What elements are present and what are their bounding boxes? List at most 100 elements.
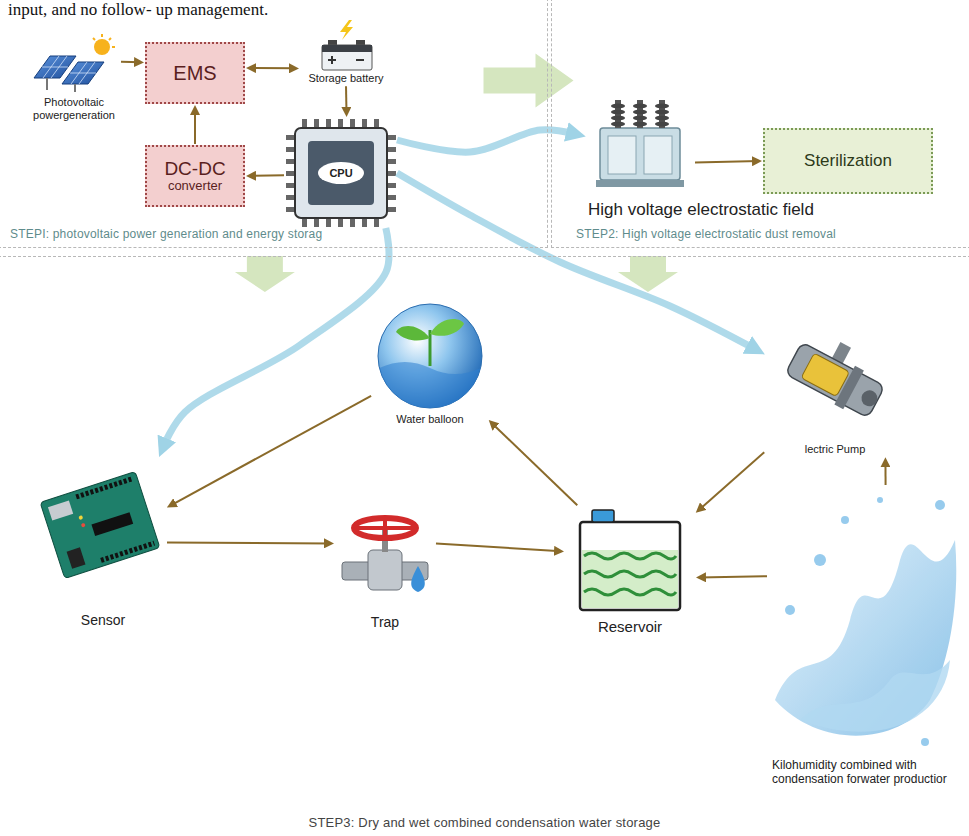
transformer-icon-part: [600, 128, 680, 180]
water-balloon-icon-part: [429, 330, 432, 366]
signal-curve: [164, 228, 389, 446]
icon-node: Sensor: [40, 456, 166, 629]
solar-panel-icon-part-part: [93, 38, 95, 40]
cpu-chip-icon-part: [388, 135, 396, 215]
solar-panel-icon-part-part: [43, 56, 59, 78]
solar-panel-icon-part: [42, 56, 96, 84]
solar-panel-icon-part-part: [101, 34, 103, 37]
flow-arrow: [436, 544, 561, 552]
water-splash-icon-part: [775, 540, 956, 736]
flow-arrow: [194, 108, 196, 144]
icon-node: Kilohumidity combined with condensation …: [768, 486, 964, 787]
icon-caption: Trap: [335, 614, 435, 631]
reservoir-tank-icon-part: [584, 589, 676, 595]
water-balloon-icon-part: [430, 319, 464, 336]
water-splash-icon-part: [814, 554, 826, 566]
flow-arrow: [345, 86, 348, 114]
icon-caption: High voltage electrostatic field: [588, 200, 814, 220]
cpu-chip-icon-part: [308, 141, 374, 205]
reservoir-tank-icon-part: [592, 510, 614, 522]
electric-pump-icon-part: [859, 387, 881, 409]
solar-panel-icon-part-part: [74, 84, 76, 92]
reservoir-tank-icon-part: [584, 553, 676, 559]
electric-pump-icon-part: [785, 342, 885, 418]
cpu-chip-icon-part: [286, 135, 294, 215]
icon-node: Storage battery: [300, 18, 392, 85]
icon-caption: Water balloon: [372, 413, 488, 426]
transformer-icon-part: [611, 104, 669, 127]
transformer-icon-part-part: [611, 110, 625, 115]
transformer-icon-part-part: [633, 110, 647, 115]
sensor-board-icon-part: [101, 543, 154, 560]
battery-icon-part: [356, 59, 364, 61]
water-splash-icon: [775, 497, 956, 746]
flow-arrow: [170, 396, 372, 506]
transformer-icon-part-part: [611, 122, 625, 127]
battery-icon-part: [328, 56, 336, 64]
region-heading: STEP2: High voltage electrostatic dust r…: [576, 227, 836, 241]
water-splash-icon-part: [841, 516, 849, 524]
transformer-icon-part-part: [633, 122, 647, 127]
flow-arrow: [699, 576, 767, 577]
chip-label: CPU: [329, 167, 352, 180]
transformer-icon-part-part: [633, 116, 647, 121]
water-balloon-icon-part: [378, 304, 482, 408]
transformer-icon-part-part: [611, 104, 625, 109]
solar-panel-icon-part-part: [79, 62, 95, 84]
valve-icon-part: [354, 518, 416, 538]
solar-panel-icon-part-part: [112, 46, 115, 48]
step-region: STEP3: Dry and wet combined condensation…: [0, 256, 969, 836]
battery-icon-part: [322, 45, 372, 52]
header-text: input, and no follow- up management.: [8, 0, 268, 20]
solar-panel-icon-part-part: [71, 62, 87, 84]
transformer-icon-part: [644, 136, 672, 174]
electric-pump-icon-part: [834, 366, 863, 410]
flow-arrow: [121, 61, 141, 64]
sensor-board-icon-part: [67, 547, 86, 568]
water-splash-icon-part: [785, 605, 795, 615]
flow-arrow: [698, 452, 764, 511]
sensor-board-icon-part: [76, 478, 133, 497]
solar-panel-icon-part: [62, 62, 104, 84]
box-label: converter: [168, 179, 222, 194]
process-box: DC-DCconverter: [145, 145, 245, 207]
transformer-icon-part-part: [655, 116, 669, 121]
flow-arrow: [695, 161, 759, 162]
solar-panel-icon: [34, 34, 115, 92]
transformer-icon-part-part: [655, 122, 669, 127]
transformer-icon-part-part: [611, 116, 625, 121]
cpu-chip-icon-part: [295, 128, 387, 218]
solar-panel-icon-part-part: [51, 56, 67, 78]
water-splash-icon-part: [800, 660, 950, 732]
water-balloon-icon: [378, 304, 482, 408]
sensor-board-icon-part: [78, 515, 83, 520]
icon-caption: Storage battery: [300, 72, 392, 85]
transformer-icon-part: [596, 180, 684, 187]
process-box: EMS: [145, 42, 245, 104]
flow-arrow: [884, 460, 886, 485]
icon-node: Reservoir: [565, 506, 695, 636]
icon-node: High voltage electrostatic field: [586, 92, 694, 190]
transformer-icon-part-part: [633, 104, 647, 109]
cpu-chip-icon: [290, 123, 392, 223]
solar-panel-icon-part: [93, 34, 115, 47]
flow-arrow: [491, 422, 577, 505]
flow-arrow: [249, 174, 284, 177]
flow-arrow: [249, 67, 296, 69]
icon-node: Water balloon: [372, 301, 488, 426]
electric-pump-icon: [783, 326, 893, 421]
water-splash-icon-part: [877, 497, 883, 503]
battery-icon-part: [340, 20, 353, 40]
block-arrow: [484, 54, 574, 108]
icon-caption: Kilohumidity combined with condensation …: [768, 758, 964, 787]
box-label: DC-DC: [164, 158, 225, 180]
process-box: Sterilization: [763, 128, 933, 194]
reservoir-tank-icon: [580, 510, 680, 610]
transformer-icon-part-part: [655, 110, 669, 115]
block-arrow: [235, 256, 295, 292]
solar-panel-icon-part-part: [109, 38, 111, 40]
water-splash-icon-part: [921, 738, 929, 746]
